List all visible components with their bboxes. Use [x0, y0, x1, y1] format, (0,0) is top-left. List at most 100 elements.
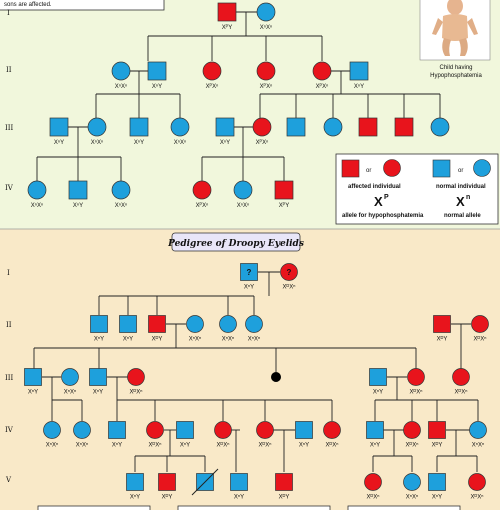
legend-allele-n-symbol: X — [456, 194, 465, 209]
panel2-III8-affected-female-symbol — [452, 368, 470, 386]
panel2-III4-genotype-label: XᴰXⁿ — [130, 389, 143, 396]
panel1-II3-affected-female-symbol — [202, 61, 222, 81]
panel2-individual-I2: ?XᴰXⁿ — [280, 263, 298, 291]
panel1-II2-normal-male-symbol — [147, 61, 167, 81]
panel1-individual-III5: XⁿY — [215, 117, 235, 146]
panel1-III9-affected-male-symbol — [358, 117, 378, 137]
panel1-III7-normal-male-symbol — [286, 117, 306, 137]
panel1-IV6-affected-male-symbol — [274, 180, 294, 200]
panel2-V7-genotype-label: XⁿXⁿ — [406, 494, 418, 501]
panel2-individual-IV11: XᴰXⁿ — [403, 421, 421, 449]
panel2-IV9-affected-female-symbol — [323, 421, 341, 439]
legend-normal-label: normal individual — [436, 184, 486, 190]
panel1-III8-normal-female-symbol — [323, 117, 343, 137]
panel1-IV6-genotype-label: XᴾY — [279, 202, 290, 209]
legend-affected-label: affected individual — [348, 184, 401, 190]
panel2-IV12-genotype-label: XᴰY — [432, 442, 443, 449]
bottom-box-left — [37, 505, 151, 510]
gen-label-I: I — [7, 9, 10, 17]
panel2-III7-affected-female-symbol — [407, 368, 425, 386]
panel1-IV2-normal-male-symbol — [68, 180, 88, 200]
panel2-IV1-genotype-label: XⁿXⁿ — [46, 442, 58, 449]
panel2-individual-III6: XⁿY — [369, 368, 387, 396]
panel2-V3-deceased-slash — [191, 468, 219, 496]
panel2-individual-V6: XᴰXⁿ — [364, 473, 382, 501]
panel1-I1-genotype-label: XᴾY — [222, 24, 233, 31]
gen-label-II: II — [6, 66, 12, 74]
panel1-II1-normal-female-symbol — [111, 61, 131, 81]
panel2-V8-genotype-label: XⁿY — [432, 494, 442, 501]
panel2-I1-question-mark: ? — [247, 268, 252, 277]
panel2-individual-V5: XᴰY — [275, 473, 293, 501]
panel2-individual-IV9: XᴰXⁿ — [323, 421, 341, 449]
panel2-V6-genotype-label: XᴰXⁿ — [367, 494, 380, 501]
panel2-V4-normal-male-symbol — [230, 473, 248, 491]
panel1-III10-affected-male-symbol — [394, 117, 414, 137]
panel2-IV4-affected-female-symbol — [146, 421, 164, 439]
panel1-II4-affected-female-symbol — [256, 61, 276, 81]
panel1-individual-II3: XᴾXⁿ — [202, 61, 222, 90]
panel2-IV6-genotype-label: XᴰXⁿ — [217, 442, 230, 449]
panel1-III4-genotype-label: XⁿXⁿ — [174, 139, 186, 146]
panel1-individual-IV4: XᴾXⁿ — [192, 180, 212, 209]
note-box — [0, 0, 165, 11]
panel1-III6-affected-female-symbol — [252, 117, 272, 137]
panel2-III2-genotype-label: XⁿXⁿ — [64, 389, 76, 396]
panel2-individual-IV4: XᴰXⁿ — [146, 421, 164, 449]
panel2-V1-normal-male-symbol — [126, 473, 144, 491]
panel2-individual-II2: XⁿY — [119, 315, 137, 343]
panel2-individual-II4: XⁿXⁿ — [186, 315, 204, 343]
panel1-IV3-normal-female-symbol — [111, 180, 131, 200]
panel2-V2-genotype-label: XᴰY — [162, 494, 173, 501]
panel2-individual-V2: XᴰY — [158, 473, 176, 501]
panel2-IV10-normal-male-symbol — [366, 421, 384, 439]
panel2-IV7-genotype-label: XᴰXⁿ — [259, 442, 272, 449]
panel1-IV2-genotype-label: XⁿY — [73, 202, 83, 209]
panel1-II1-genotype-label: XⁿXⁿ — [115, 83, 127, 90]
panel1-individual-III9 — [358, 117, 378, 137]
panel2-V1-genotype-label: XⁿY — [130, 494, 140, 501]
panel2-III3-normal-male-symbol — [89, 368, 107, 386]
panel2-II2-genotype-label: XⁿY — [123, 336, 133, 343]
note-text: sons are affected. — [4, 2, 52, 8]
panel2-individual-III1: XⁿY — [24, 368, 42, 396]
panel2-IV5-genotype-label: XⁿY — [180, 442, 190, 449]
legend-allele-n-label: normal allele — [444, 213, 481, 219]
panel2-individual-I1: ?XⁿY — [240, 263, 258, 291]
panel1-individual-II2: XⁿY — [147, 61, 167, 90]
panel2-title-box — [171, 232, 301, 252]
legend-allele-p-label: allele for hypophosphatemia — [342, 213, 424, 219]
panel1-individual-III4: XⁿXⁿ — [170, 117, 190, 146]
panel2-IV13-genotype-label: XⁿXⁿ — [472, 442, 484, 449]
panel1-IV4-genotype-label: XᴾXⁿ — [196, 202, 209, 209]
panel2-individual-IV3: XⁿY — [108, 421, 126, 449]
panel1-individual-III1: XⁿY — [49, 117, 69, 146]
panel2-individual-V4: XⁿY — [230, 473, 248, 501]
panel1-lines — [36, 11, 441, 181]
panel1-individual-II1: XⁿXⁿ — [111, 61, 131, 90]
panel1-individual-III6: XᴾXⁿ — [252, 117, 272, 146]
panel1-IV1-normal-female-symbol — [27, 180, 47, 200]
p2-gen-label-II: II — [6, 321, 12, 329]
legend-allele-p-sup: P — [384, 194, 389, 201]
bottom-box-right — [347, 505, 461, 510]
panel2-II1-genotype-label: XⁿY — [94, 336, 104, 343]
panel2-individual-III8: XᴰXⁿ — [452, 368, 470, 396]
panel2-II4-normal-female-symbol — [186, 315, 204, 333]
panel1-III3-genotype-label: XⁿY — [134, 139, 144, 146]
panel2-individual-IV12: XᴰY — [428, 421, 446, 449]
panel1-individual-III3: XⁿY — [129, 117, 149, 146]
panel2-individual-II8: XᴰXⁿ — [471, 315, 489, 343]
panel2-individual-II6: XⁿXⁿ — [245, 315, 263, 343]
panel2-I2-question-mark: ? — [287, 268, 292, 277]
panel2-individual-III7: XᴰXⁿ — [407, 368, 425, 396]
panel1-II5-genotype-label: XᴾXⁿ — [316, 83, 329, 90]
legend-box — [335, 153, 499, 225]
panel2-individual-IV1: XⁿXⁿ — [43, 421, 61, 449]
panel2-II4-genotype-label: XⁿXⁿ — [189, 336, 201, 343]
legend-allele-p-symbol: X — [374, 194, 383, 209]
panel2-II3-affected-male-symbol — [148, 315, 166, 333]
legend-or-1: or — [366, 168, 371, 174]
